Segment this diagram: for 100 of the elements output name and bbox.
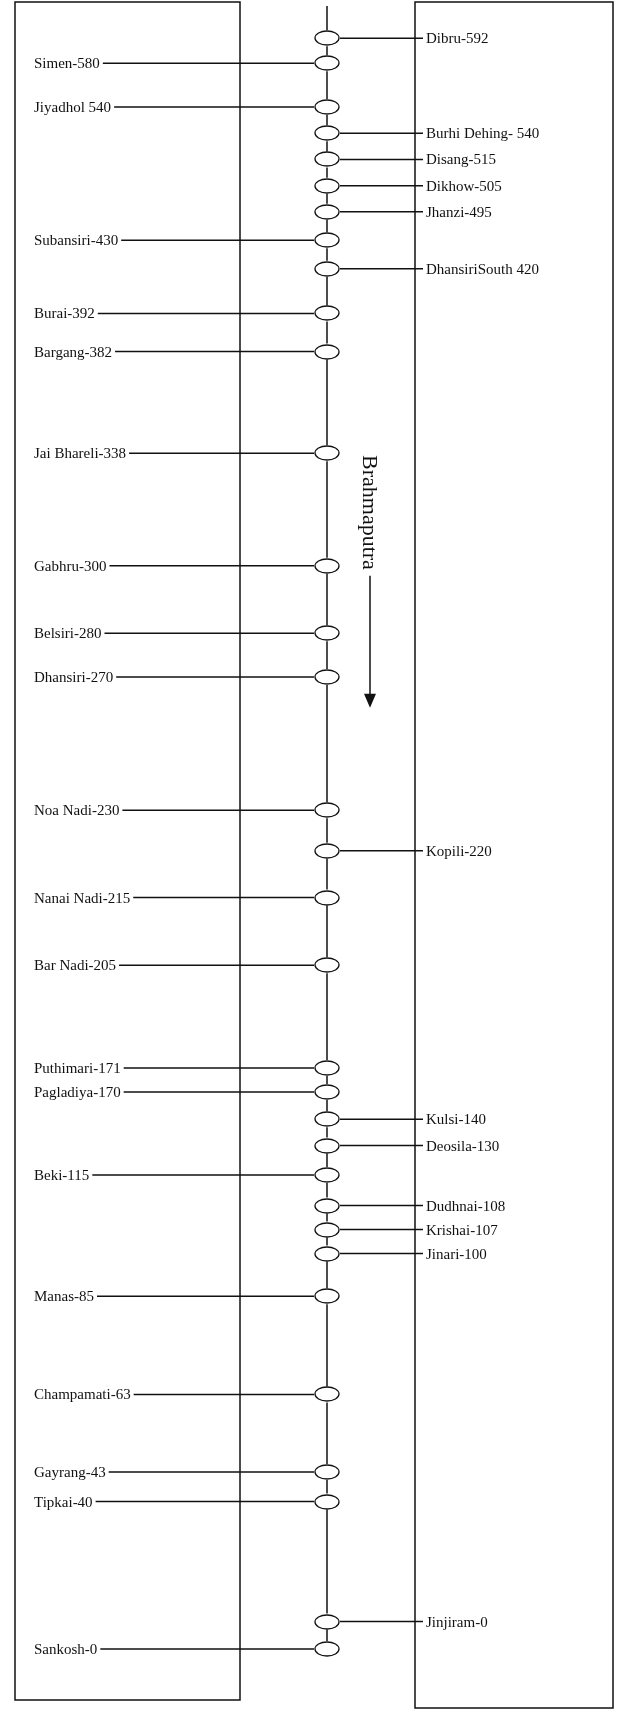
connector-line (339, 849, 424, 852)
confluence-circle (314, 1084, 340, 1100)
river-line (326, 1212, 328, 1223)
connector-line (115, 676, 315, 678)
river-line (326, 972, 328, 1061)
river-line (326, 1099, 328, 1113)
river-line (326, 1236, 328, 1247)
confluence-circle (314, 203, 340, 220)
confluence-circle (314, 802, 340, 819)
confluence-circle (314, 1137, 340, 1154)
connector-line (103, 632, 315, 635)
river-line (326, 219, 328, 233)
connector-line (339, 1228, 424, 1231)
connector-line (107, 1471, 315, 1473)
connector-line (121, 809, 315, 811)
connector-line (113, 106, 315, 108)
tributary-label: Puthimari-171 (34, 1058, 121, 1077)
river-line (326, 640, 328, 670)
confluence-circle (314, 260, 340, 277)
confluence-circle (314, 30, 340, 47)
tributary-label: Dibru-592 (426, 29, 489, 48)
river-line (326, 247, 328, 262)
confluence-circle (314, 1613, 340, 1630)
river-line (326, 45, 328, 57)
river-line (326, 1508, 328, 1615)
river-line (326, 114, 328, 126)
tributary-label: Krishai-107 (426, 1220, 498, 1239)
connector-line (118, 964, 315, 967)
connector-line (128, 452, 315, 454)
confluence-circle (314, 343, 340, 360)
confluence-circle (314, 842, 340, 859)
confluence-circle (314, 99, 340, 115)
connector-line (102, 62, 315, 65)
confluence-circle (314, 1464, 340, 1480)
river-line (326, 1152, 328, 1168)
confluence-circle (314, 232, 340, 249)
connector-line (97, 312, 315, 315)
river-line (326, 140, 328, 153)
tributary-label: Dudhnai-108 (426, 1196, 506, 1215)
tributary-label: Jai Bhareli-338 (34, 444, 127, 463)
confluence-circle (314, 305, 340, 322)
river-name-label: Brahmaputra (358, 455, 382, 570)
river-line (326, 817, 328, 844)
tributary-label: Burai-392 (34, 304, 95, 323)
connector-line (339, 1144, 424, 1147)
connector-line (339, 1118, 424, 1121)
river-line (326, 1182, 328, 1199)
connector-line (96, 1295, 315, 1297)
connector-line (339, 1204, 424, 1207)
tributary-label: Belsiri-280 (34, 624, 102, 643)
tributary-label: Disang-515 (426, 150, 496, 169)
river-line (326, 70, 328, 100)
connector-line (339, 184, 424, 187)
tributary-label: Dikhow-505 (426, 176, 502, 195)
tributary-label: Subansiri-430 (34, 231, 119, 250)
tributary-label: Jinari-100 (426, 1244, 487, 1263)
connector-line (99, 1648, 315, 1650)
river-line (326, 572, 328, 627)
tributary-label: Deosila-130 (426, 1136, 500, 1155)
tributary-label: Gabhru-300 (34, 556, 107, 575)
confluence-circle (314, 557, 340, 574)
confluence-circle (314, 1640, 340, 1657)
tributary-label: Dhansiri-270 (34, 668, 114, 687)
river-line (326, 904, 328, 959)
tributary-label: Jhanzi-495 (426, 202, 492, 221)
river-line (326, 1628, 328, 1642)
connector-line (132, 896, 315, 899)
confluence-circle (314, 669, 340, 686)
river-line (326, 1126, 328, 1139)
confluence-circle (314, 625, 340, 642)
connector-line (94, 1500, 315, 1503)
tributary-label: Pagladiya-170 (34, 1083, 121, 1101)
river-line (326, 1401, 328, 1465)
river-line (326, 192, 328, 205)
tributary-label: Kulsi-140 (426, 1110, 486, 1129)
connector-line (108, 564, 315, 567)
river-line (326, 166, 328, 179)
connector-line (91, 1174, 315, 1176)
tributary-label: Jiyadhol 540 (34, 98, 112, 116)
tributary-label: Bargang-382 (34, 342, 113, 361)
confluence-circle (314, 1221, 340, 1238)
river-line (326, 460, 328, 559)
tributary-label: Bar Nadi-205 (34, 956, 117, 975)
connector-line (132, 1393, 315, 1396)
tributary-label: Manas-85 (34, 1287, 94, 1306)
tributary-label: DhansiriSouth 420 (426, 259, 539, 278)
confluence-circle (314, 125, 340, 142)
connector-line (339, 132, 424, 134)
tributary-label: Kopili-220 (426, 841, 492, 860)
tributary-label: Beki-115 (34, 1166, 90, 1184)
river-line (326, 275, 328, 307)
tributary-label: Gayrang-43 (34, 1463, 106, 1481)
confluence-circle (314, 151, 340, 168)
connector-line (339, 37, 424, 39)
tributary-label: Nanai Nadi-215 (34, 888, 131, 907)
connector-line (339, 1252, 424, 1255)
confluence-circle (314, 1197, 340, 1214)
tributary-label: Simen-580 (34, 54, 100, 73)
confluence-circle (314, 1288, 340, 1305)
connector-line (339, 1620, 424, 1623)
